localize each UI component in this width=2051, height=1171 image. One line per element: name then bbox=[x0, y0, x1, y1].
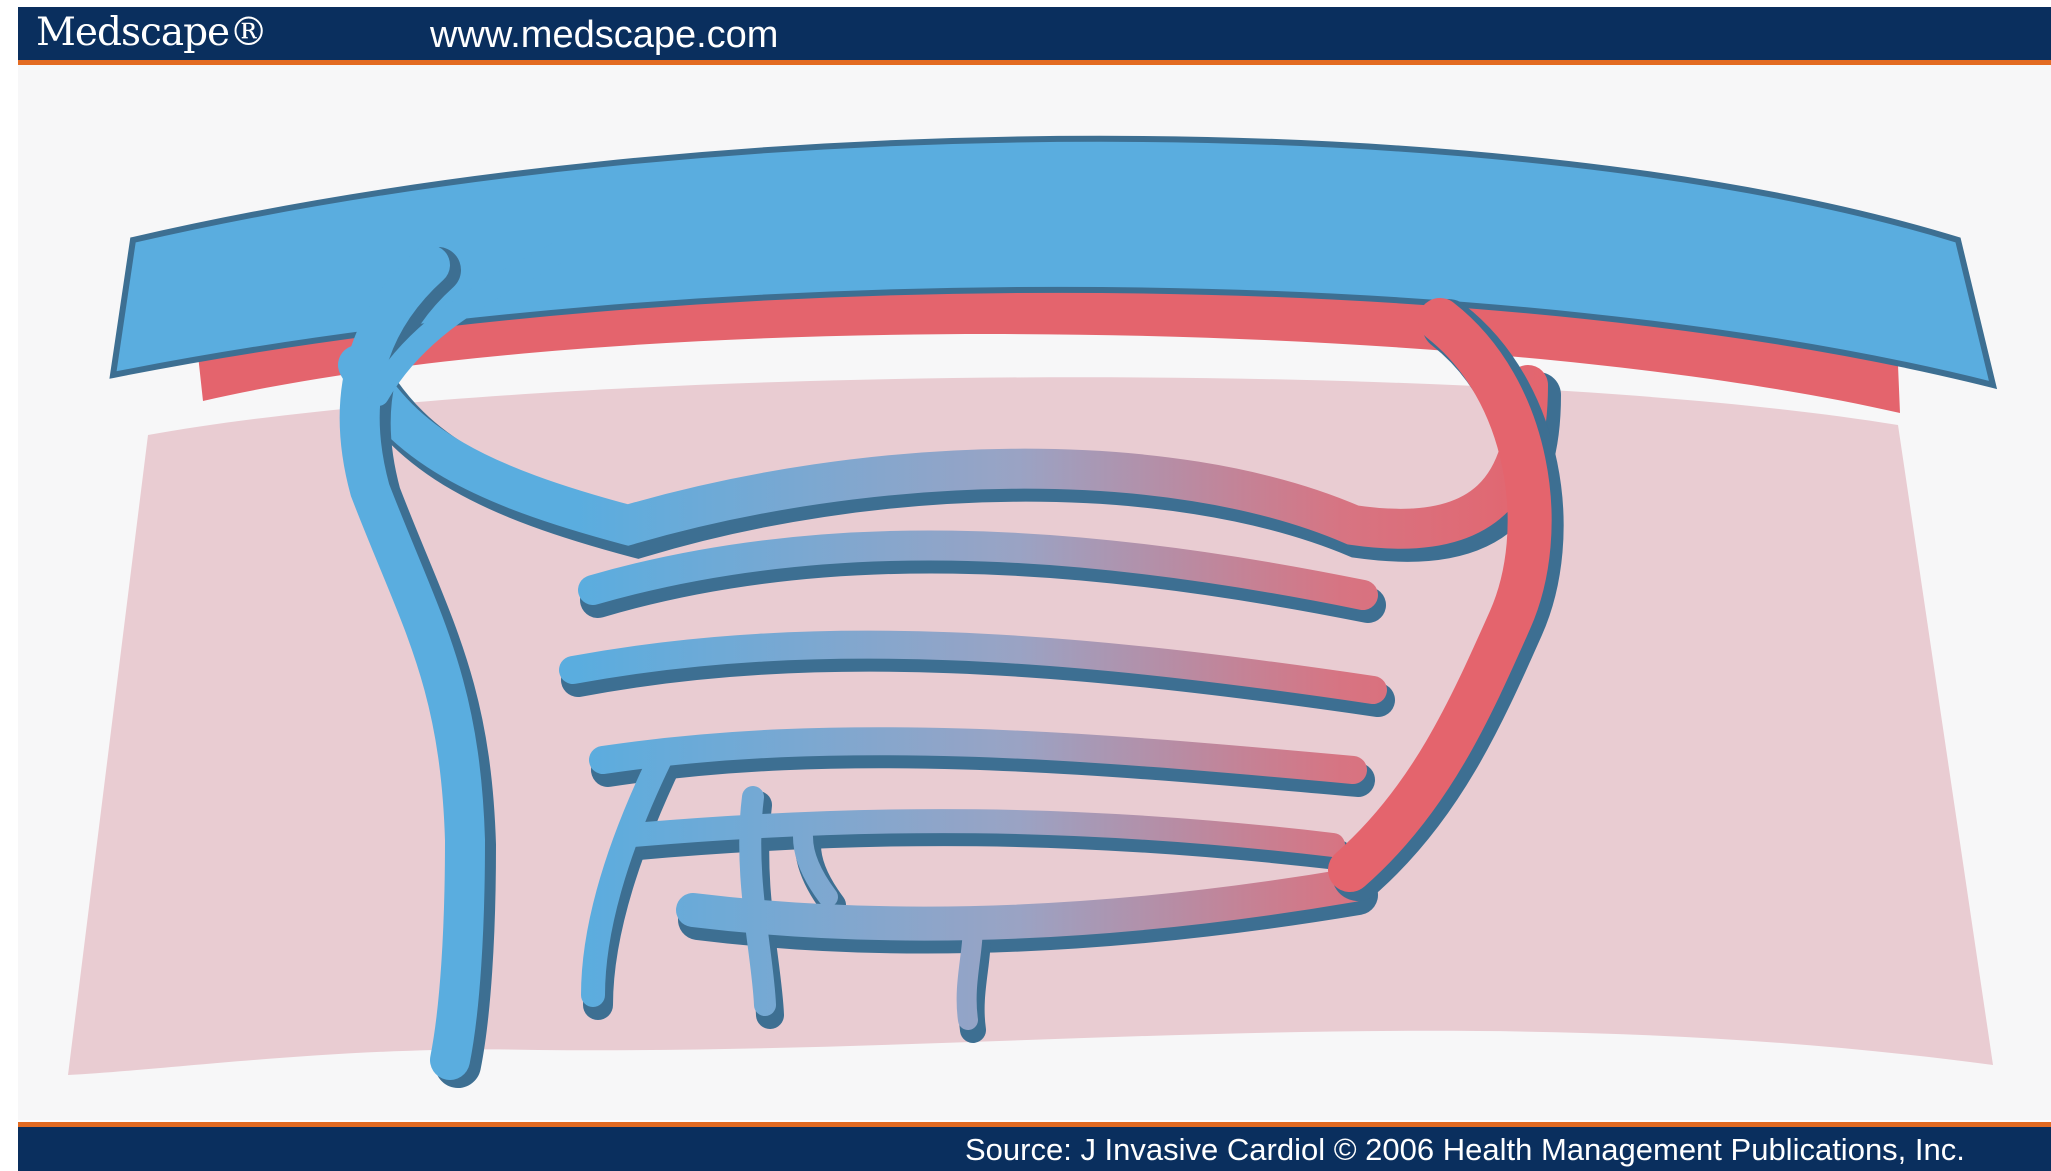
footer-bar: Source: J Invasive Cardiol © 2006 Health… bbox=[18, 1122, 2051, 1171]
medscape-logo[interactable]: Medscape® bbox=[36, 13, 267, 52]
figure-canvas bbox=[18, 65, 2051, 1120]
vascular-diagram bbox=[18, 65, 2051, 1120]
source-citation: Source: J Invasive Cardiol © 2006 Health… bbox=[965, 1134, 1965, 1165]
header-bar: Medscape® www.medscape.com bbox=[18, 7, 2051, 65]
site-url[interactable]: www.medscape.com bbox=[430, 16, 778, 54]
